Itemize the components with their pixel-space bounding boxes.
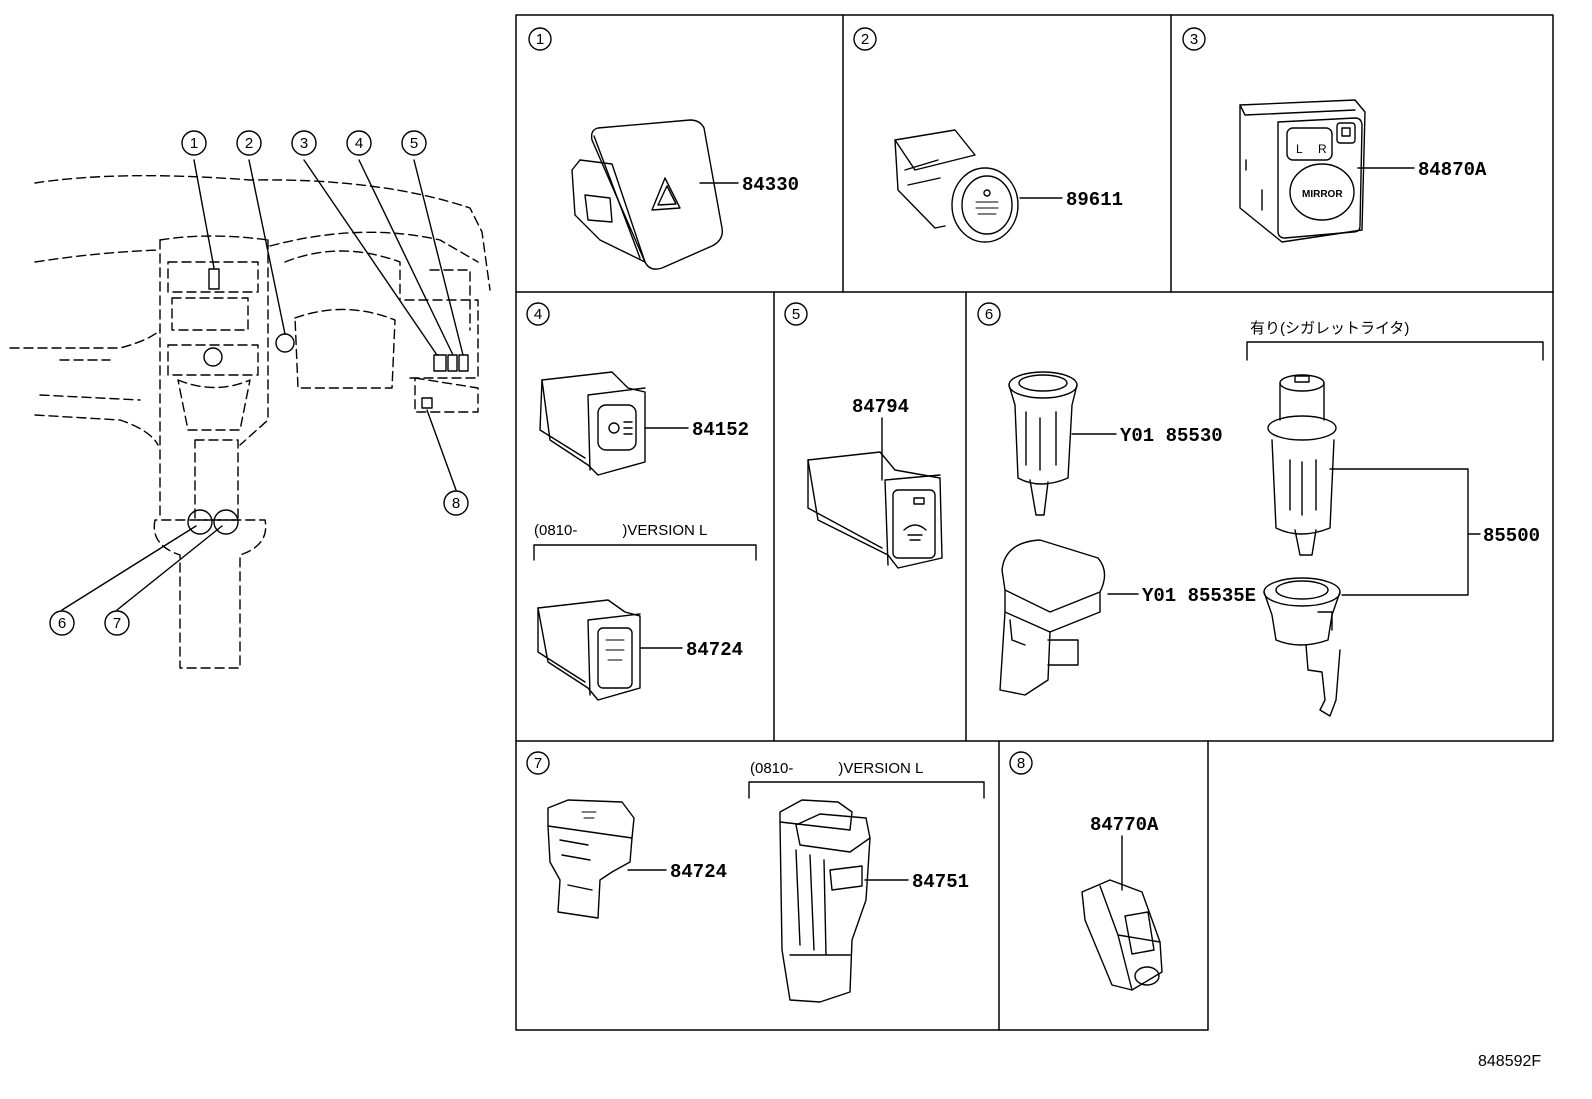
overview-callout-4: 4 (346, 130, 372, 156)
start-button-drawing (894, 129, 1019, 243)
panel-6: 6 Y01 85530 Y01 85535E 有り(シガレットライタ) (977, 302, 1544, 717)
cigarette-lighter-drawing (1263, 374, 1341, 717)
overview-callout-3: 3 (291, 130, 317, 156)
overview-callout-7: 7 (104, 610, 130, 636)
part-number-84870a: 84870A (1418, 159, 1487, 181)
panel-4: 4 84152 (0810- )VERSION L 84724 (526, 302, 757, 701)
diagram-code: 848592F (1478, 1053, 1541, 1070)
svg-text:6: 6 (985, 306, 993, 323)
version-note-panel-4: (0810- )VERSION L (534, 522, 707, 539)
mirror-switch-drawing: L R MIRROR (1239, 99, 1366, 243)
panel-3: 3 L R MIRROR 84870A (1182, 27, 1487, 243)
panel-8: 8 84770A (1009, 751, 1163, 991)
power-socket-drawing (1008, 371, 1078, 516)
svg-text:5: 5 (410, 135, 418, 152)
overview-callout-1: 1 (181, 130, 207, 156)
panel-6-number: 6 (977, 302, 1001, 326)
part-number-y01-85530: Y01 85530 (1120, 425, 1223, 447)
svg-text:7: 7 (113, 615, 121, 632)
socket-cap-drawing (999, 539, 1106, 696)
mirror-switch-r-label: R (1318, 142, 1327, 156)
eco-switch-small-drawing (547, 799, 635, 919)
overview-callout-5: 5 (401, 130, 427, 156)
overview-callout-6: 6 (49, 610, 75, 636)
overview-callout-2: 2 (236, 130, 262, 156)
cigarette-lighter-note: 有り(シガレットライタ) (1250, 320, 1409, 337)
svg-text:8: 8 (1017, 755, 1025, 772)
part-number-84724-panel-4: 84724 (686, 639, 743, 661)
svg-text:3: 3 (1190, 31, 1198, 48)
dashboard-overview: 1 2 3 4 5 6 7 8 (9, 130, 491, 669)
panel-2: 2 89611 (853, 27, 1123, 243)
svg-text:2: 2 (245, 135, 253, 152)
panel-1: 1 84330 (528, 27, 799, 270)
svg-text:5: 5 (792, 306, 800, 323)
part-number-84724-panel-7: 84724 (670, 861, 727, 883)
panel-1-number: 1 (528, 27, 552, 51)
panel-5-number: 5 (784, 302, 808, 326)
part-number-84770a: 84770A (1090, 814, 1159, 836)
overview-callout-8: 8 (443, 490, 469, 516)
svg-text:3: 3 (300, 135, 308, 152)
hazard-switch-drawing (571, 119, 723, 270)
panel-7: 7 84724 (0810- )VERSION L 84751 (526, 751, 985, 1003)
version-note-panel-7: (0810- )VERSION L (750, 760, 923, 777)
panel-5: 5 84794 (784, 302, 943, 569)
svg-text:7: 7 (534, 755, 542, 772)
part-number-84751: 84751 (912, 871, 969, 893)
svg-text:1: 1 (536, 31, 544, 48)
part-number-84794: 84794 (852, 396, 909, 418)
part-number-84152: 84152 (692, 419, 749, 441)
mirror-switch-label: MIRROR (1302, 189, 1343, 200)
svg-text:6: 6 (58, 615, 66, 632)
panel-3-number: 3 (1182, 27, 1206, 51)
svg-text:8: 8 (452, 495, 460, 512)
part-number-84330: 84330 (742, 174, 799, 196)
svg-text:4: 4 (534, 306, 542, 323)
panel-4-number: 4 (526, 302, 550, 326)
panel-grid (515, 14, 1554, 1031)
panel-8-number: 8 (1009, 751, 1033, 775)
dual-switch-drawing (779, 799, 871, 1003)
defogger-switch-drawing (807, 451, 943, 569)
svg-text:2: 2 (861, 31, 869, 48)
svg-text:1: 1 (190, 135, 198, 152)
part-number-y01-85535e: Y01 85535E (1142, 585, 1256, 607)
svg-text:4: 4 (355, 135, 363, 152)
part-number-89611: 89611 (1066, 189, 1123, 211)
small-switch-drawing (1081, 879, 1163, 991)
mirror-switch-l-label: L (1296, 142, 1303, 156)
part-number-85500: 85500 (1483, 525, 1540, 547)
panel-2-number: 2 (853, 27, 877, 51)
panel-7-number: 7 (526, 751, 550, 775)
headlight-switch-drawing (539, 371, 646, 476)
eco-switch-drawing (537, 599, 641, 701)
